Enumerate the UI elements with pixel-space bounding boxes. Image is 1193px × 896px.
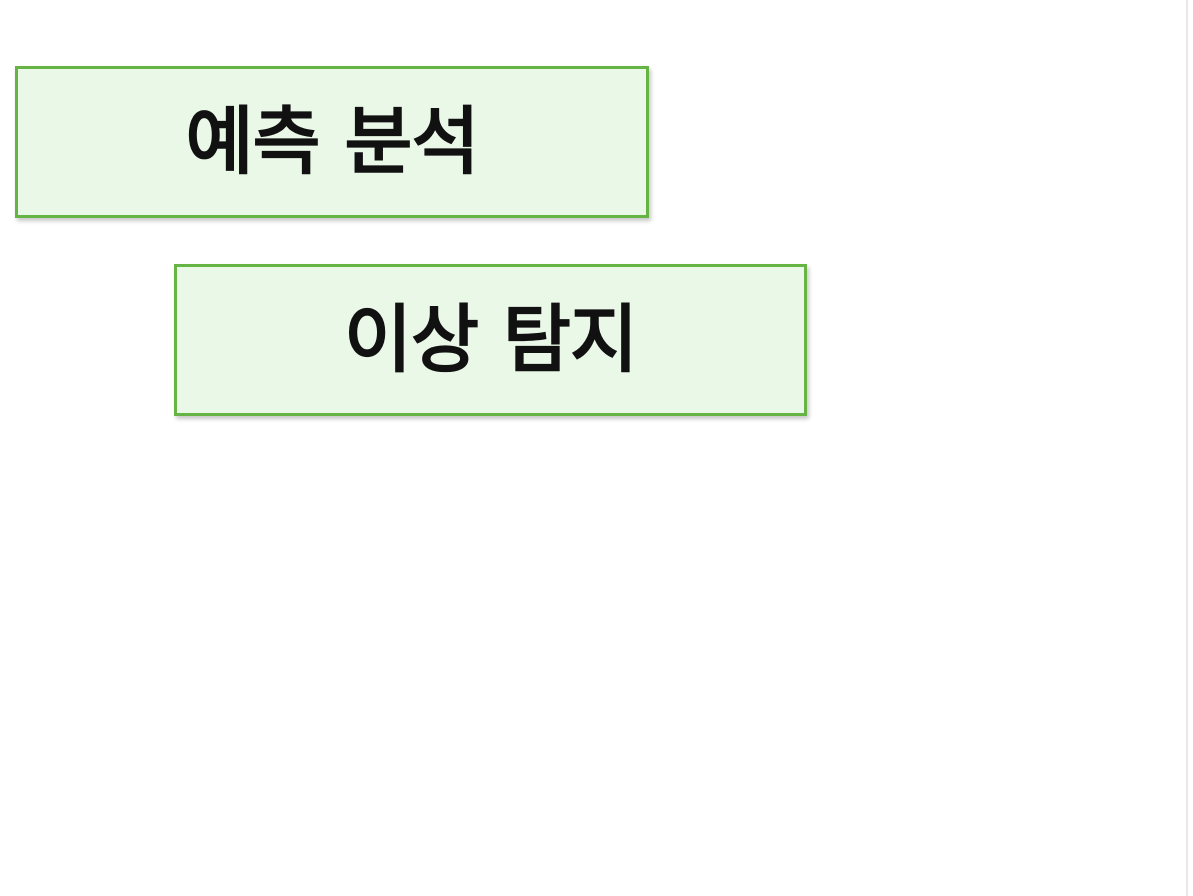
anomaly-detection-label: 이상 탐지 — [343, 297, 638, 383]
predictive-analysis-label: 예측 분석 — [185, 99, 479, 185]
page-edge-divider — [1186, 0, 1188, 896]
anomaly-detection-box: 이상 탐지 — [174, 264, 807, 416]
predictive-analysis-box: 예측 분석 — [15, 66, 649, 218]
